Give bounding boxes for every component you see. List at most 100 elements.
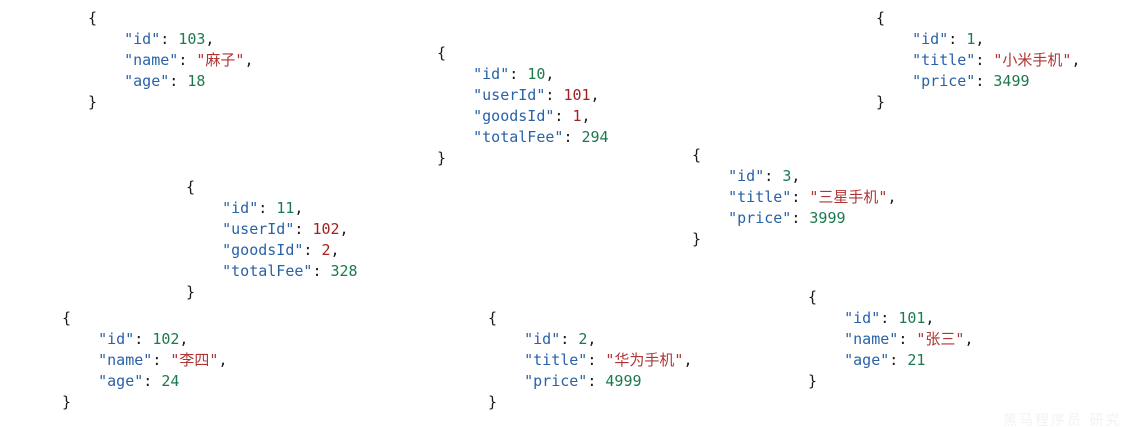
json-token-indent bbox=[437, 128, 473, 146]
json-token-punct: : bbox=[560, 330, 579, 348]
json-token-indent bbox=[186, 220, 222, 238]
json-token-punct: : bbox=[587, 351, 606, 369]
json-token-str: "小米手机" bbox=[993, 51, 1072, 69]
json-token-key: "totalFee" bbox=[222, 262, 313, 280]
json-line: "title": "三星手机", bbox=[692, 187, 897, 208]
json-block-user-101: { "id": 101, "name": "张三", "age": 21} bbox=[808, 287, 973, 392]
json-token-punct: : bbox=[303, 241, 322, 259]
json-token-brace: { bbox=[437, 44, 447, 62]
json-token-brace: { bbox=[62, 309, 72, 327]
json-token-punct: : bbox=[178, 51, 197, 69]
json-token-brace: } bbox=[88, 93, 98, 111]
json-token-key: "id" bbox=[222, 199, 259, 217]
json-token-brace: } bbox=[62, 393, 72, 411]
json-token-str: "三星手机" bbox=[809, 188, 888, 206]
json-token-brace: } bbox=[808, 372, 818, 390]
json-token-punct: , bbox=[791, 167, 801, 185]
json-token-num-alt: 2 bbox=[321, 241, 331, 259]
json-token-key: "id" bbox=[844, 309, 881, 327]
json-token-num: 328 bbox=[330, 262, 358, 280]
json-line: "id": 11, bbox=[186, 198, 358, 219]
json-token-num: 101 bbox=[898, 309, 926, 327]
json-token-brace: { bbox=[186, 178, 196, 196]
json-token-num: 102 bbox=[152, 330, 180, 348]
json-token-key: "title" bbox=[524, 351, 588, 369]
json-token-indent bbox=[876, 30, 912, 48]
json-token-key: "totalFee" bbox=[473, 128, 564, 146]
json-token-num: 2 bbox=[578, 330, 588, 348]
json-token-punct: , bbox=[964, 330, 974, 348]
json-token-indent bbox=[88, 51, 124, 69]
json-token-num: 10 bbox=[527, 65, 546, 83]
json-line: "age": 24 bbox=[62, 371, 227, 392]
json-token-punct: , bbox=[545, 65, 555, 83]
json-block-order-10: { "id": 10, "userId": 101, "goodsId": 1,… bbox=[437, 43, 609, 169]
json-token-punct: : bbox=[898, 330, 917, 348]
json-token-punct: , bbox=[683, 351, 693, 369]
json-line: "price": 4999 bbox=[488, 371, 693, 392]
json-token-key: "id" bbox=[524, 330, 561, 348]
watermark-text: 黑马程序员 研究 bbox=[1003, 413, 1122, 427]
json-line: { bbox=[876, 8, 1081, 29]
json-token-num: 11 bbox=[276, 199, 295, 217]
json-block-user-103: { "id": 103, "name": "麻子", "age": 18} bbox=[88, 8, 253, 113]
json-token-punct: : bbox=[975, 51, 994, 69]
json-token-punct: : bbox=[791, 188, 810, 206]
json-token-str: "麻子" bbox=[196, 51, 245, 69]
json-token-num: 21 bbox=[907, 351, 926, 369]
json-block-order-11: { "id": 11, "userId": 102, "goodsId": 2,… bbox=[186, 177, 358, 303]
json-token-key: "id" bbox=[473, 65, 510, 83]
json-line: { bbox=[88, 8, 253, 29]
json-token-punct: , bbox=[581, 107, 591, 125]
json-token-num: 18 bbox=[187, 72, 206, 90]
json-line: "id": 3, bbox=[692, 166, 897, 187]
json-token-key: "goodsId" bbox=[222, 241, 304, 259]
json-token-brace: { bbox=[808, 288, 818, 306]
json-line: "title": "华为手机", bbox=[488, 350, 693, 371]
json-token-punct: : bbox=[169, 72, 188, 90]
json-token-punct: : bbox=[160, 30, 179, 48]
json-token-punct: : bbox=[545, 86, 564, 104]
json-line: "id": 1, bbox=[876, 29, 1081, 50]
json-token-punct: : bbox=[258, 199, 277, 217]
json-token-indent bbox=[876, 51, 912, 69]
json-token-num-alt: 1 bbox=[572, 107, 582, 125]
json-token-str: "华为手机" bbox=[605, 351, 684, 369]
json-token-indent bbox=[186, 241, 222, 259]
json-line: "age": 21 bbox=[808, 350, 973, 371]
json-token-punct: , bbox=[179, 330, 189, 348]
json-line: } bbox=[186, 282, 358, 303]
json-token-num: 3999 bbox=[809, 209, 846, 227]
json-token-indent bbox=[808, 330, 844, 348]
json-token-punct: , bbox=[587, 330, 597, 348]
json-line: } bbox=[62, 392, 227, 413]
json-line: "userId": 102, bbox=[186, 219, 358, 240]
json-token-indent bbox=[62, 330, 98, 348]
json-line: "price": 3999 bbox=[692, 208, 897, 229]
json-token-punct: , bbox=[205, 30, 215, 48]
json-block-goods-1: { "id": 1, "title": "小米手机", "price": 349… bbox=[876, 8, 1081, 113]
json-block-user-102: { "id": 102, "name": "李四", "age": 24} bbox=[62, 308, 227, 413]
json-token-key: "name" bbox=[98, 351, 153, 369]
json-token-key: "id" bbox=[728, 167, 765, 185]
json-line: "id": 101, bbox=[808, 308, 973, 329]
json-token-key: "age" bbox=[844, 351, 890, 369]
json-token-punct: , bbox=[887, 188, 897, 206]
json-token-num-alt: 102 bbox=[312, 220, 340, 238]
json-token-key: "name" bbox=[124, 51, 179, 69]
json-line: "id": 103, bbox=[88, 29, 253, 50]
json-token-punct: , bbox=[925, 309, 935, 327]
json-token-num: 294 bbox=[581, 128, 609, 146]
json-token-indent bbox=[437, 107, 473, 125]
json-token-punct: , bbox=[330, 241, 340, 259]
json-token-punct: : bbox=[134, 330, 153, 348]
json-token-punct: , bbox=[1071, 51, 1081, 69]
json-line: "userId": 101, bbox=[437, 85, 609, 106]
json-token-punct: : bbox=[509, 65, 528, 83]
json-token-num: 103 bbox=[178, 30, 206, 48]
json-token-punct: : bbox=[554, 107, 573, 125]
json-token-key: "id" bbox=[124, 30, 161, 48]
json-line: { bbox=[62, 308, 227, 329]
json-token-indent bbox=[692, 188, 728, 206]
